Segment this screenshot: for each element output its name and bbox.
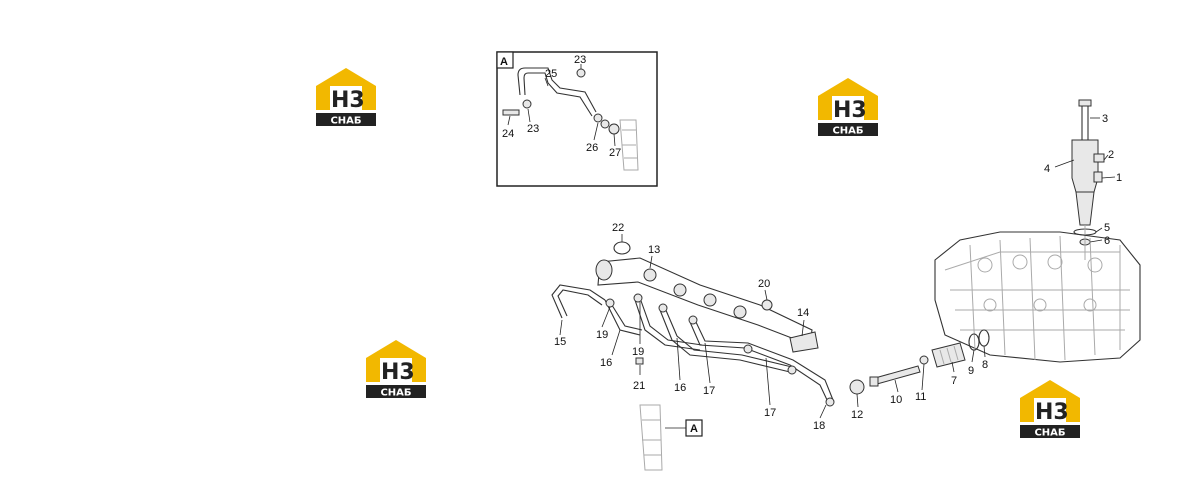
callout-19: 19 xyxy=(596,329,608,341)
view-ref-label: A xyxy=(690,423,698,435)
watermark-big-text: H3 xyxy=(331,88,365,113)
watermark-big-text: H3 xyxy=(833,98,867,123)
callout-23: 23 xyxy=(527,123,539,135)
callout-19: 19 xyxy=(632,346,644,358)
callout-5: 5 xyxy=(1104,222,1110,234)
callout-17: 17 xyxy=(703,385,715,397)
callout-11: 11 xyxy=(915,391,926,403)
callout-17: 17 xyxy=(764,407,776,419)
callout-16: 16 xyxy=(600,357,612,369)
watermark-small-text: СНАБ xyxy=(330,116,361,127)
fuel-rail xyxy=(595,241,819,353)
watermark-big-text: H3 xyxy=(381,360,415,385)
callout-8: 8 xyxy=(982,359,988,371)
watermark-small-text: СНАБ xyxy=(1034,428,1065,439)
inset-label: A xyxy=(500,56,508,68)
callout-10: 10 xyxy=(890,394,902,406)
callout-14: 14 xyxy=(797,307,809,319)
injector-view-ref: A xyxy=(639,404,703,471)
callout-6: 6 xyxy=(1104,235,1110,247)
connector-parts xyxy=(849,329,990,395)
callout-20: 20 xyxy=(758,278,770,290)
callout-27: 27 xyxy=(609,147,621,159)
callout-23: 23 xyxy=(574,54,586,66)
callout-1: 1 xyxy=(1116,172,1122,184)
callout-7: 7 xyxy=(951,375,957,387)
callout-16: 16 xyxy=(674,382,686,394)
callout-26: 26 xyxy=(586,142,598,154)
injector-assembly xyxy=(1071,99,1105,260)
callout-3: 3 xyxy=(1102,113,1108,125)
callouts: 1 2 3 4 5 6 7 8 9 10 11 12 13 14 15 16 1… xyxy=(554,113,1122,432)
callout-12: 12 xyxy=(851,409,863,421)
callout-21: 21 xyxy=(633,380,645,392)
callout-13: 13 xyxy=(648,244,660,256)
callout-2: 2 xyxy=(1108,149,1114,161)
callout-22: 22 xyxy=(612,222,624,234)
callout-25: 25 xyxy=(545,68,557,80)
callout-15: 15 xyxy=(554,336,566,348)
callout-9: 9 xyxy=(968,365,974,377)
watermark-logo: H3 СНАБ xyxy=(818,78,878,137)
inset-detail-a: A 23 25 24 23 26 27 xyxy=(496,51,658,187)
watermark-logo: H3 СНАБ xyxy=(1020,380,1080,439)
watermark-small-text: СНАБ xyxy=(832,126,863,137)
watermark-small-text: СНАБ xyxy=(380,388,411,399)
watermark-logo: H3 СНАБ xyxy=(366,340,426,399)
cylinder-head xyxy=(934,231,1141,363)
callout-24: 24 xyxy=(502,128,514,140)
callout-4: 4 xyxy=(1044,163,1050,175)
watermark-logo: H3 СНАБ xyxy=(316,68,376,127)
callout-18: 18 xyxy=(813,420,825,432)
leader-lines xyxy=(559,117,1116,419)
watermark-big-text: H3 xyxy=(1035,400,1069,425)
